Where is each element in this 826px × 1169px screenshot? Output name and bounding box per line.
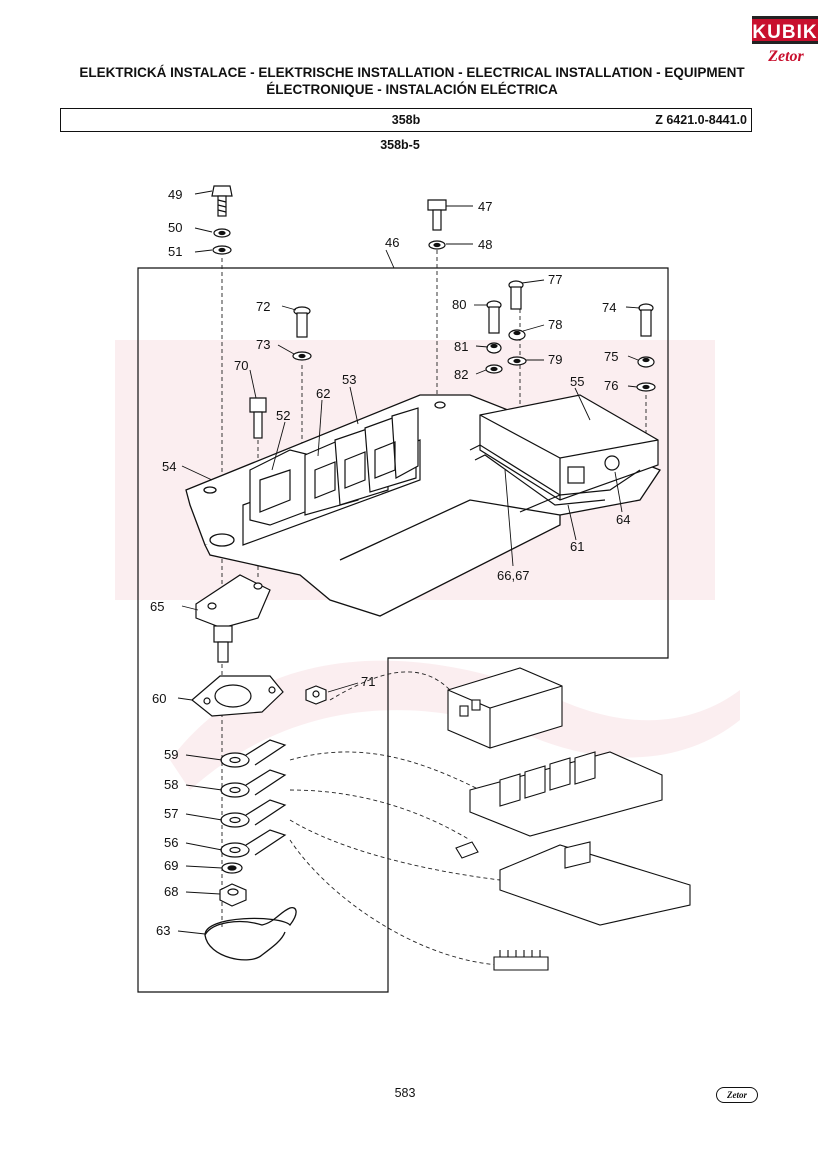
terminal-plate-65 xyxy=(195,574,271,663)
callout-68: 68 xyxy=(164,884,178,899)
bolt-72 xyxy=(293,306,311,338)
callout-65: 65 xyxy=(150,599,164,614)
bolt-70 xyxy=(249,397,267,439)
washer-73 xyxy=(292,351,312,361)
washer-76 xyxy=(636,382,656,392)
callout-61: 61 xyxy=(570,539,584,554)
callout-70: 70 xyxy=(234,358,248,373)
callout-66-67: 66,67 xyxy=(497,568,530,583)
nut-68 xyxy=(219,883,247,907)
callout-56: 56 xyxy=(164,835,178,850)
callout-50: 50 xyxy=(168,220,182,235)
callout-54: 54 xyxy=(162,459,176,474)
washer-79 xyxy=(507,356,527,366)
callout-49: 49 xyxy=(168,187,182,202)
callout-76: 76 xyxy=(604,378,618,393)
figure-id: 358b-5 xyxy=(380,138,420,152)
zetor-footer-logo: Zetor xyxy=(716,1087,758,1103)
washer-50 xyxy=(213,228,231,238)
callout-47: 47 xyxy=(478,199,492,214)
bolt-77 xyxy=(508,280,524,310)
section-header: 358b Z 6421.0-8441.0 xyxy=(60,108,752,132)
page-number: 583 xyxy=(394,1086,416,1100)
callout-52: 52 xyxy=(276,408,290,423)
kubik-logo-text: KUBIK xyxy=(752,16,818,44)
callout-73: 73 xyxy=(256,337,270,352)
bolt-74 xyxy=(638,303,654,337)
callout-51: 51 xyxy=(168,244,182,259)
washer-48 xyxy=(428,240,446,250)
callout-78: 78 xyxy=(548,317,562,332)
callout-80: 80 xyxy=(452,297,466,312)
relay-block-52 xyxy=(242,407,421,546)
gasket-60 xyxy=(191,675,284,717)
leader-lines xyxy=(177,190,641,935)
nut-78 xyxy=(508,329,526,341)
washer-51 xyxy=(212,245,232,255)
section-code: 358b xyxy=(391,113,421,127)
fuse-box-illustration xyxy=(447,667,563,749)
callout-58: 58 xyxy=(164,777,178,792)
callout-74: 74 xyxy=(602,300,616,315)
callout-64: 64 xyxy=(616,512,630,527)
relay-board-illustration xyxy=(469,751,663,837)
bolt-49 xyxy=(211,185,233,217)
callout-82: 82 xyxy=(454,367,468,382)
cable-lugs xyxy=(220,739,287,858)
kubik-zetor-logo: KUBIK Zetor xyxy=(752,14,818,70)
callout-63: 63 xyxy=(156,923,170,938)
title-line-1: ELEKTRICKÁ INSTALACE - ELEKTRISCHE INSTA… xyxy=(79,65,745,80)
title-line-2: ÉLECTRONIQUE - INSTALACIÓN ELÉCTRICA xyxy=(266,82,558,97)
terminal-cover-63 xyxy=(204,906,297,961)
callout-53: 53 xyxy=(342,372,356,387)
callout-60: 60 xyxy=(152,691,166,706)
callout-62: 62 xyxy=(316,386,330,401)
washer-82 xyxy=(485,364,503,374)
callout-77: 77 xyxy=(548,272,562,287)
bolt-47 xyxy=(427,199,447,231)
callout-57: 57 xyxy=(164,806,178,821)
control-unit-55 xyxy=(479,394,659,501)
nut-71 xyxy=(305,685,327,705)
callout-72: 72 xyxy=(256,299,270,314)
bracket-61 xyxy=(469,444,641,513)
callout-55: 55 xyxy=(570,374,584,389)
connector-strip-illustration xyxy=(455,841,691,971)
zetor-logo-text: Zetor xyxy=(768,48,804,65)
outline-frame xyxy=(137,267,669,993)
serial-range: Z 6421.0-8441.0 xyxy=(655,113,747,127)
callout-46: 46 xyxy=(385,235,399,250)
callout-81: 81 xyxy=(454,339,468,354)
nut-75 xyxy=(637,356,655,368)
callout-labels: 49 50 51 47 48 46 77 72 80 78 74 73 81 7… xyxy=(150,187,630,938)
page-title: ELEKTRICKÁ INSTALACE - ELEKTRISCHE INSTA… xyxy=(50,64,774,98)
callout-48: 48 xyxy=(478,237,492,252)
callout-69: 69 xyxy=(164,858,178,873)
callout-75: 75 xyxy=(604,349,618,364)
nut-81 xyxy=(486,342,502,354)
callout-59: 59 xyxy=(164,747,178,762)
callout-79: 79 xyxy=(548,352,562,367)
bolt-80 xyxy=(486,300,502,334)
washer-69 xyxy=(221,862,243,874)
callout-71: 71 xyxy=(361,674,375,689)
